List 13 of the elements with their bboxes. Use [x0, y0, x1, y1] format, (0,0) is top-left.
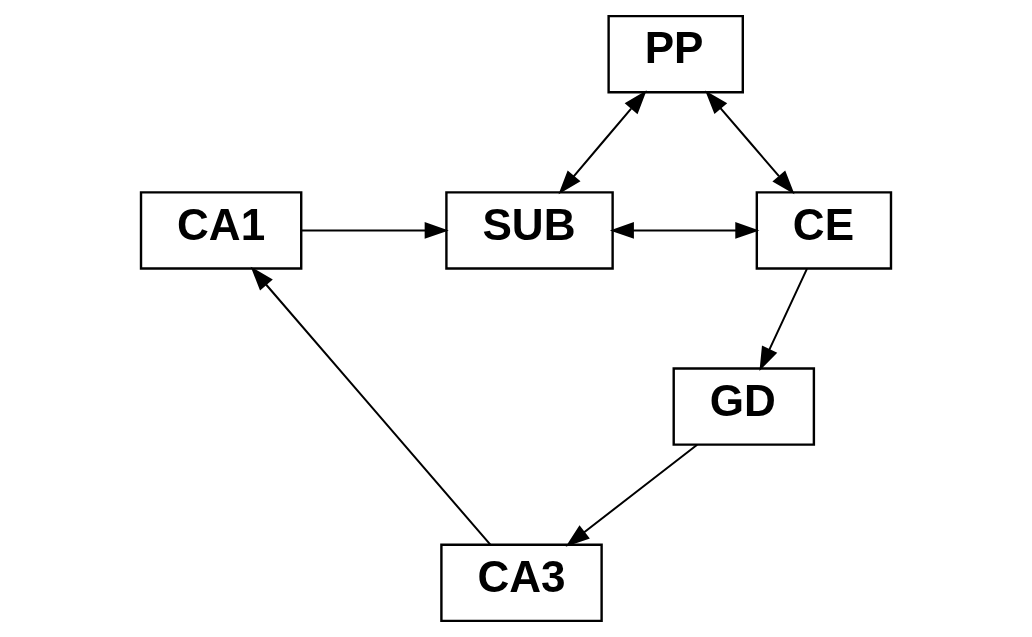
node-box: CA3	[440, 543, 603, 623]
node-box: CE	[755, 191, 893, 270]
arrow	[250, 266, 492, 546]
arrow	[565, 443, 699, 547]
arrow	[705, 90, 795, 195]
node-box: SUB	[445, 191, 614, 270]
node-box: CA1	[139, 191, 303, 270]
node-box: GD	[672, 367, 816, 446]
arrow	[609, 221, 760, 239]
arrow	[759, 267, 808, 371]
arrow	[300, 221, 449, 239]
arrow	[558, 90, 647, 195]
node-box: PP	[607, 14, 744, 94]
